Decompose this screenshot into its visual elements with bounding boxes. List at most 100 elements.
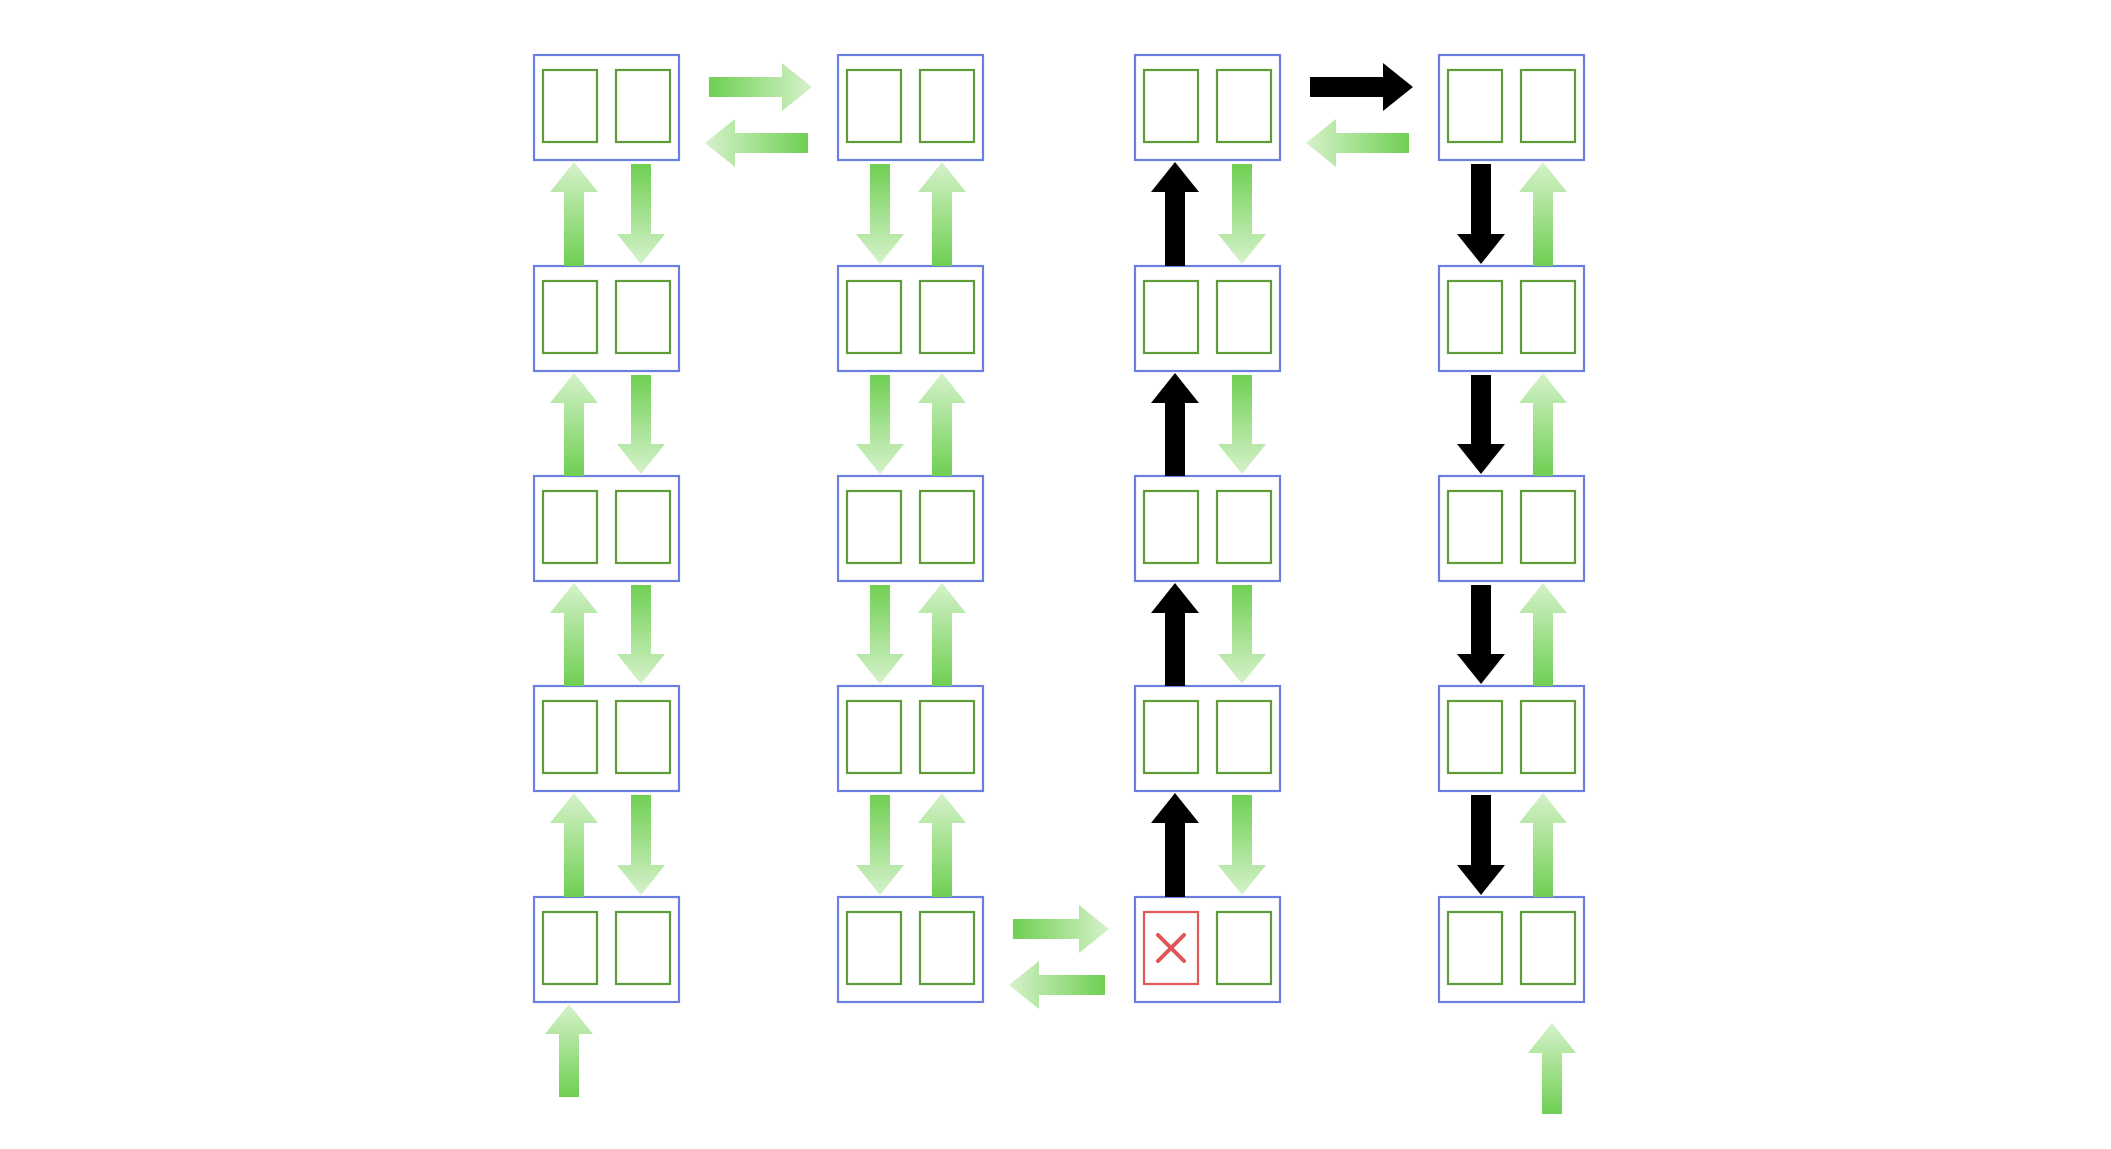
slot-1 [845, 910, 903, 986]
slot-2 [1519, 279, 1577, 355]
slot-1 [845, 279, 903, 355]
slot-1 [541, 279, 599, 355]
link-down-c3-r1 [1218, 164, 1266, 264]
link-down-c2-r4 [856, 795, 904, 895]
link-up-c1-r2 [550, 373, 598, 476]
slot-2 [918, 279, 976, 355]
link-up-c3-r3 [1151, 583, 1199, 686]
slot-2 [614, 699, 672, 775]
node-c4-r3 [1437, 474, 1586, 583]
slot-1 [1142, 68, 1200, 144]
entry-arrow-c4 [1528, 1023, 1576, 1114]
slot-2 [1215, 68, 1273, 144]
link-down-c2-r2 [856, 375, 904, 474]
slot-2 [918, 910, 976, 986]
node-c3-r1 [1133, 53, 1282, 162]
node-c3-r4 [1133, 684, 1282, 793]
slot-1 [541, 910, 599, 986]
link-up-c3-r1 [1151, 162, 1199, 266]
slot-1 [1446, 489, 1504, 565]
link-up-c2-r1 [918, 162, 966, 266]
link-down-c4-r2 [1457, 375, 1505, 474]
slot-1 [541, 68, 599, 144]
slot-2 [918, 489, 976, 565]
link-down-c1-r4 [617, 795, 665, 895]
link-down-c2-r3 [856, 585, 904, 684]
link-down-c2-r1 [856, 164, 904, 264]
link-up-c4-r2 [1519, 373, 1567, 476]
node-c3-r5 [1133, 895, 1282, 1004]
link-up-c2-r3 [918, 583, 966, 686]
slot-2 [1215, 279, 1273, 355]
slot-2 [1215, 489, 1273, 565]
slot-1 [541, 489, 599, 565]
node-c2-r3 [836, 474, 985, 583]
node-c2-r4 [836, 684, 985, 793]
slot-2 [614, 910, 672, 986]
slot-2 [1519, 489, 1577, 565]
link-down-c4-r4 [1457, 795, 1505, 895]
link-left-c3-c2 [1009, 961, 1105, 1009]
slot-2 [1519, 68, 1577, 144]
slot-1 [1446, 910, 1504, 986]
link-right-c2-c3 [1013, 905, 1109, 953]
slot-1 [541, 699, 599, 775]
node-c1-r2 [532, 264, 681, 373]
node-c1-r1 [532, 53, 681, 162]
link-right-c1-c2 [709, 63, 812, 111]
nodes-layer [532, 53, 1586, 1004]
arrows-layer [545, 63, 1576, 1114]
link-left-c2-c1 [705, 119, 808, 167]
link-up-c4-r4 [1519, 793, 1567, 897]
node-c3-r2 [1133, 264, 1282, 373]
link-down-c3-r4 [1218, 795, 1266, 895]
node-c1-r3 [532, 474, 681, 583]
link-up-c1-r3 [550, 583, 598, 686]
slot-1 [1142, 699, 1200, 775]
link-up-c2-r2 [918, 373, 966, 476]
slot-1 [845, 68, 903, 144]
link-down-c1-r2 [617, 375, 665, 474]
node-c1-r5 [532, 895, 681, 1004]
node-c3-r3 [1133, 474, 1282, 583]
node-c2-r2 [836, 264, 985, 373]
link-down-c3-r3 [1218, 585, 1266, 684]
slot-1 [845, 489, 903, 565]
slot-2 [614, 489, 672, 565]
node-c2-r5 [836, 895, 985, 1004]
slot-1 [845, 699, 903, 775]
link-down-c4-r1 [1457, 164, 1505, 264]
link-up-c1-r1 [550, 162, 598, 266]
slot-2 [1519, 699, 1577, 775]
slot-2 [1215, 699, 1273, 775]
link-down-c1-r3 [617, 585, 665, 684]
slot-1 [1142, 489, 1200, 565]
link-up-c3-r2 [1151, 373, 1199, 476]
link-down-c4-r3 [1457, 585, 1505, 684]
link-down-c1-r1 [617, 164, 665, 264]
node-c4-r5 [1437, 895, 1586, 1004]
node-c4-r4 [1437, 684, 1586, 793]
slot-1 [1446, 279, 1504, 355]
link-up-c3-r4 [1151, 793, 1199, 897]
node-c4-r1 [1437, 53, 1586, 162]
node-c2-r1 [836, 53, 985, 162]
x-mark-icon [1156, 933, 1186, 963]
link-down-c3-r2 [1218, 375, 1266, 474]
link-up-c4-r3 [1519, 583, 1567, 686]
node-c1-r4 [532, 684, 681, 793]
node-c4-r2 [1437, 264, 1586, 373]
slot-1 [1142, 279, 1200, 355]
link-up-c1-r4 [550, 793, 598, 897]
link-right-c3-c4 [1310, 63, 1413, 111]
link-up-c2-r4 [918, 793, 966, 897]
slot-2 [1519, 910, 1577, 986]
slot-2 [918, 699, 976, 775]
slot-1 [1446, 68, 1504, 144]
slot-2 [1215, 910, 1273, 986]
entry-arrow-c1 [545, 1004, 593, 1097]
link-up-c4-r1 [1519, 162, 1567, 266]
link-left-c4-c3 [1306, 119, 1409, 167]
slot-2 [614, 279, 672, 355]
